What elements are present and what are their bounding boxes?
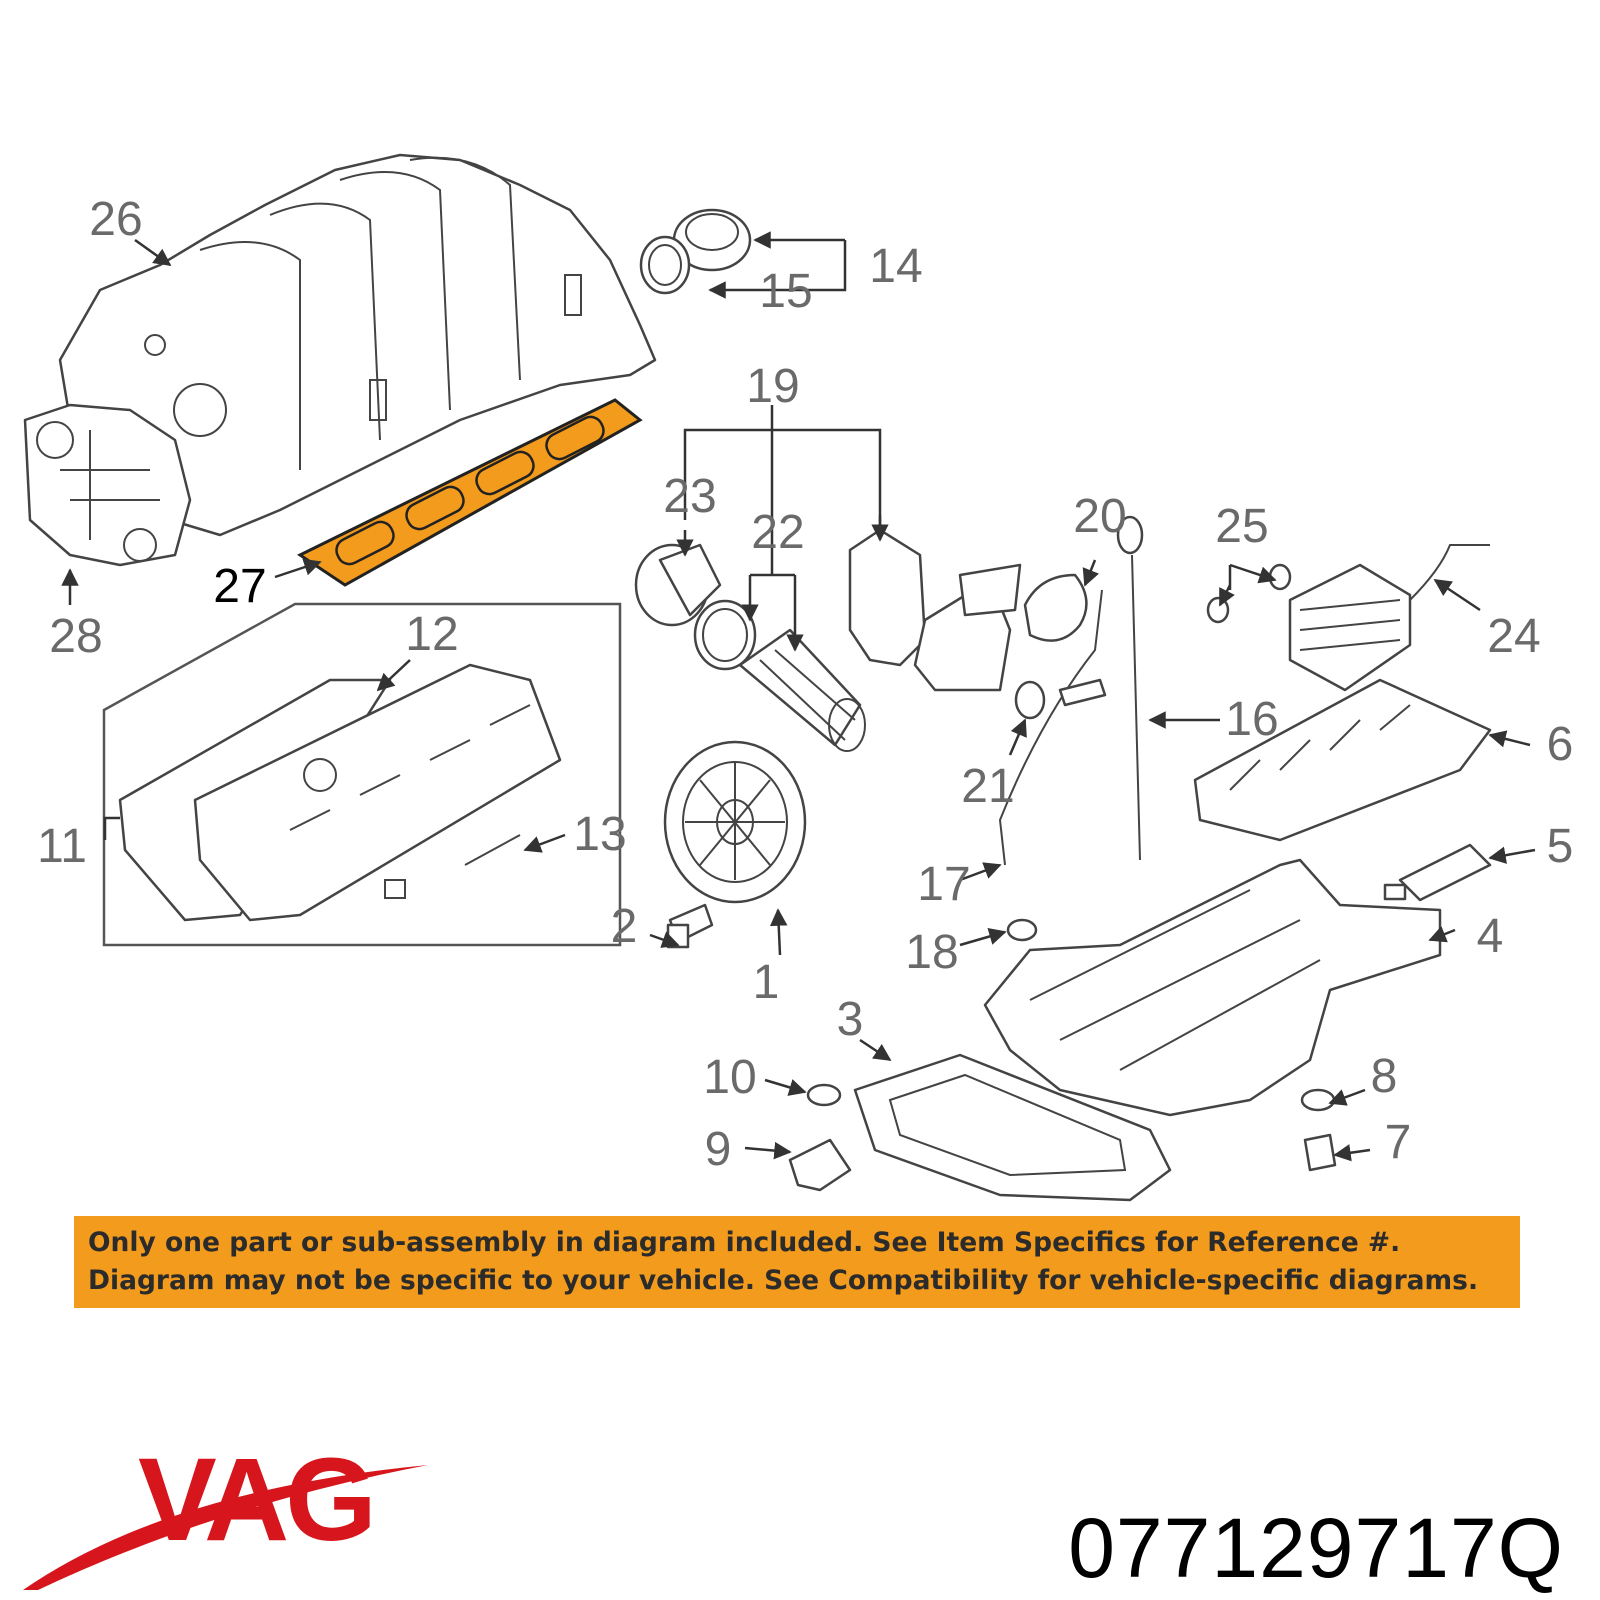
callout-4: 4 — [1477, 910, 1504, 963]
callout-6: 6 — [1547, 718, 1574, 771]
callout-17: 17 — [917, 858, 970, 911]
oil-cooler-drawing — [1206, 544, 1490, 692]
callout-10: 10 — [703, 1051, 756, 1104]
oil-baffle-drawing — [1193, 678, 1492, 842]
callout-18: 18 — [905, 926, 958, 979]
callout-22: 22 — [751, 506, 804, 559]
sealant-tube-drawing — [1383, 843, 1492, 902]
oil-filter-housing-drawing — [634, 528, 1022, 752]
callout-8: 8 — [1371, 1050, 1398, 1103]
notice-line-1: Only one part or sub-assembly in diagram… — [88, 1227, 1401, 1258]
callout-16: 16 — [1225, 693, 1278, 746]
logo-swoosh — [23, 1465, 428, 1590]
logo-text: VAG — [138, 1434, 373, 1566]
lower-oil-pan-drawing — [853, 1053, 1172, 1202]
callout-2: 2 — [611, 900, 638, 953]
part-number: 077129717Q — [1068, 1501, 1564, 1595]
dipstick-drawing — [998, 515, 1144, 866]
gasket-seals-drawing — [1014, 573, 1088, 720]
callout-5: 5 — [1547, 820, 1574, 873]
callout-labels: 1 2 3 4 5 6 7 8 9 10 11 12 13 14 15 16 1… — [37, 193, 1573, 1176]
notice-banner: Only one part or sub-assembly in diagram… — [74, 1216, 1520, 1308]
callout-20: 20 — [1073, 490, 1126, 543]
callout-25: 25 — [1215, 500, 1268, 553]
callout-13: 13 — [573, 808, 626, 861]
callout-1: 1 — [753, 956, 780, 1009]
callout-3: 3 — [837, 993, 864, 1046]
vag-logo: VAG — [23, 1434, 428, 1590]
notice-line-2: Diagram may not be specific to your vehi… — [88, 1265, 1479, 1296]
oil-filler-cap-drawing — [639, 208, 752, 295]
valve-cover-assembly-drawing — [102, 602, 622, 947]
intake-manifold-drawing — [58, 153, 657, 537]
callout-23: 23 — [663, 470, 716, 523]
callout-26: 26 — [89, 193, 142, 246]
throttle-body-drawing — [23, 403, 192, 567]
callout-24: 24 — [1487, 610, 1540, 663]
callout-21: 21 — [961, 760, 1014, 813]
drain-plug-parts-drawing — [788, 1083, 1337, 1192]
callout-27: 27 — [213, 560, 266, 613]
crankshaft-pulley-drawing — [663, 740, 807, 904]
callout-14: 14 — [869, 240, 922, 293]
pulley-bolt-drawing — [666, 903, 714, 949]
leader-lines — [61, 231, 1536, 1162]
callout-28: 28 — [49, 610, 102, 663]
callout-19: 19 — [746, 360, 799, 413]
washer-drawing — [1006, 918, 1038, 942]
callout-9: 9 — [705, 1123, 732, 1176]
callout-11: 11 — [37, 820, 87, 873]
callout-15: 15 — [759, 265, 812, 318]
callout-12: 12 — [405, 608, 458, 661]
upper-oil-pan-drawing — [983, 858, 1442, 1117]
intake-manifold-gasket-highlighted — [297, 398, 643, 587]
callout-7: 7 — [1385, 1116, 1412, 1169]
